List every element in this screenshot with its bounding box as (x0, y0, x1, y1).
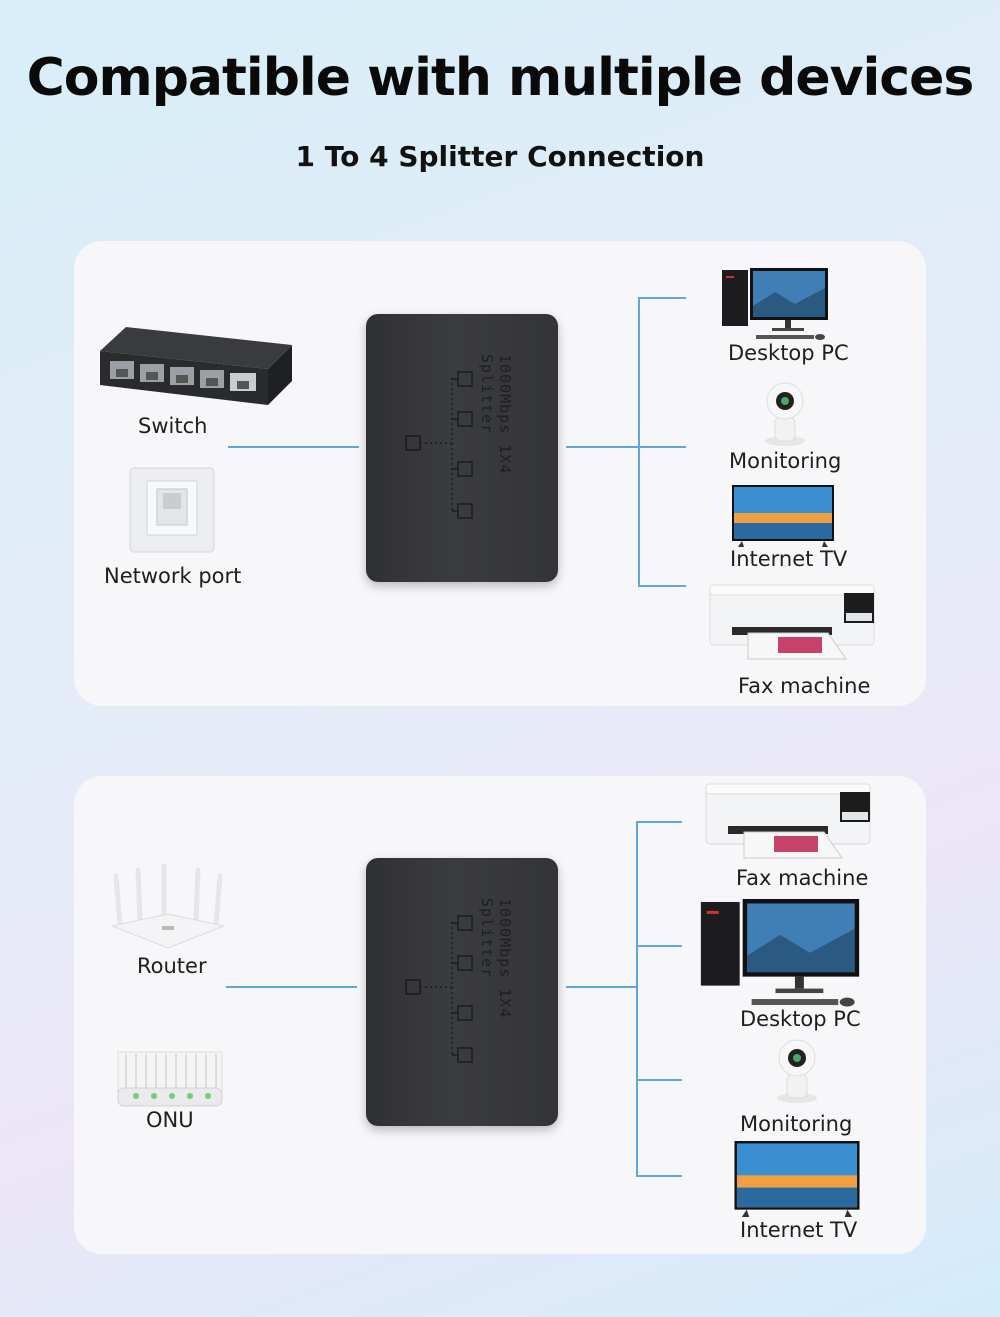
output-label-fax-machine: Fax machine (736, 866, 869, 890)
output-branch-line (636, 1175, 682, 1177)
output-branch-line (638, 297, 686, 299)
source-label-switch: Switch (138, 414, 208, 438)
output-label-desktop-pc: Desktop PC (740, 1007, 861, 1031)
printer-icon (705, 783, 871, 859)
output-branch-line (636, 1079, 682, 1081)
page-subtitle: 1 To 4 Splitter Connection (295, 140, 705, 173)
network-port-icon (129, 467, 215, 553)
camera-icon (777, 1039, 817, 1103)
output-bus-line (638, 297, 640, 587)
output-label-fax-machine: Fax machine (738, 674, 871, 698)
tv-icon (732, 485, 834, 547)
output-label-monitoring: Monitoring (729, 449, 842, 473)
source-label-router: Router (137, 954, 207, 978)
output-branch-line (636, 945, 682, 947)
switch-icon (100, 327, 292, 405)
router-icon (110, 864, 226, 949)
input-connection-line (226, 986, 357, 988)
splitter-engraving: 1000Mbps 1X4 Splitter (478, 898, 514, 1019)
printer-icon (709, 584, 875, 660)
connection-panel-2: Router ONU 1000Mbps 1X4 Splitter (74, 776, 926, 1254)
tv-icon (734, 1141, 860, 1217)
output-label-internet-tv: Internet TV (740, 1218, 858, 1242)
output-branch-line (638, 585, 686, 587)
splitter-device: 1000Mbps 1X4 Splitter (366, 858, 558, 1126)
output-label-internet-tv: Internet TV (730, 547, 848, 571)
desktop-pc-icon (700, 898, 860, 1007)
page-title: Compatible with multiple devices (26, 48, 975, 108)
output-trunk-line (566, 986, 638, 988)
connection-panel-1: Switch Network port 1000Mbps 1X4 Splitte… (74, 241, 926, 706)
output-branch-line (638, 446, 686, 448)
source-label-onu: ONU (146, 1108, 194, 1132)
output-label-desktop-pc: Desktop PC (728, 341, 849, 365)
onu-icon (117, 1051, 223, 1107)
splitter-engraving: 1000Mbps 1X4 Splitter (478, 354, 514, 475)
output-trunk-line (566, 446, 638, 448)
splitter-device: 1000Mbps 1X4 Splitter (366, 314, 558, 582)
output-bus-line (636, 821, 638, 1177)
desktop-pc-icon (722, 268, 828, 340)
output-branch-line (636, 821, 682, 823)
camera-icon (765, 382, 805, 446)
output-label-monitoring: Monitoring (740, 1112, 853, 1136)
source-label-network-port: Network port (104, 564, 242, 588)
input-connection-line (228, 446, 359, 448)
